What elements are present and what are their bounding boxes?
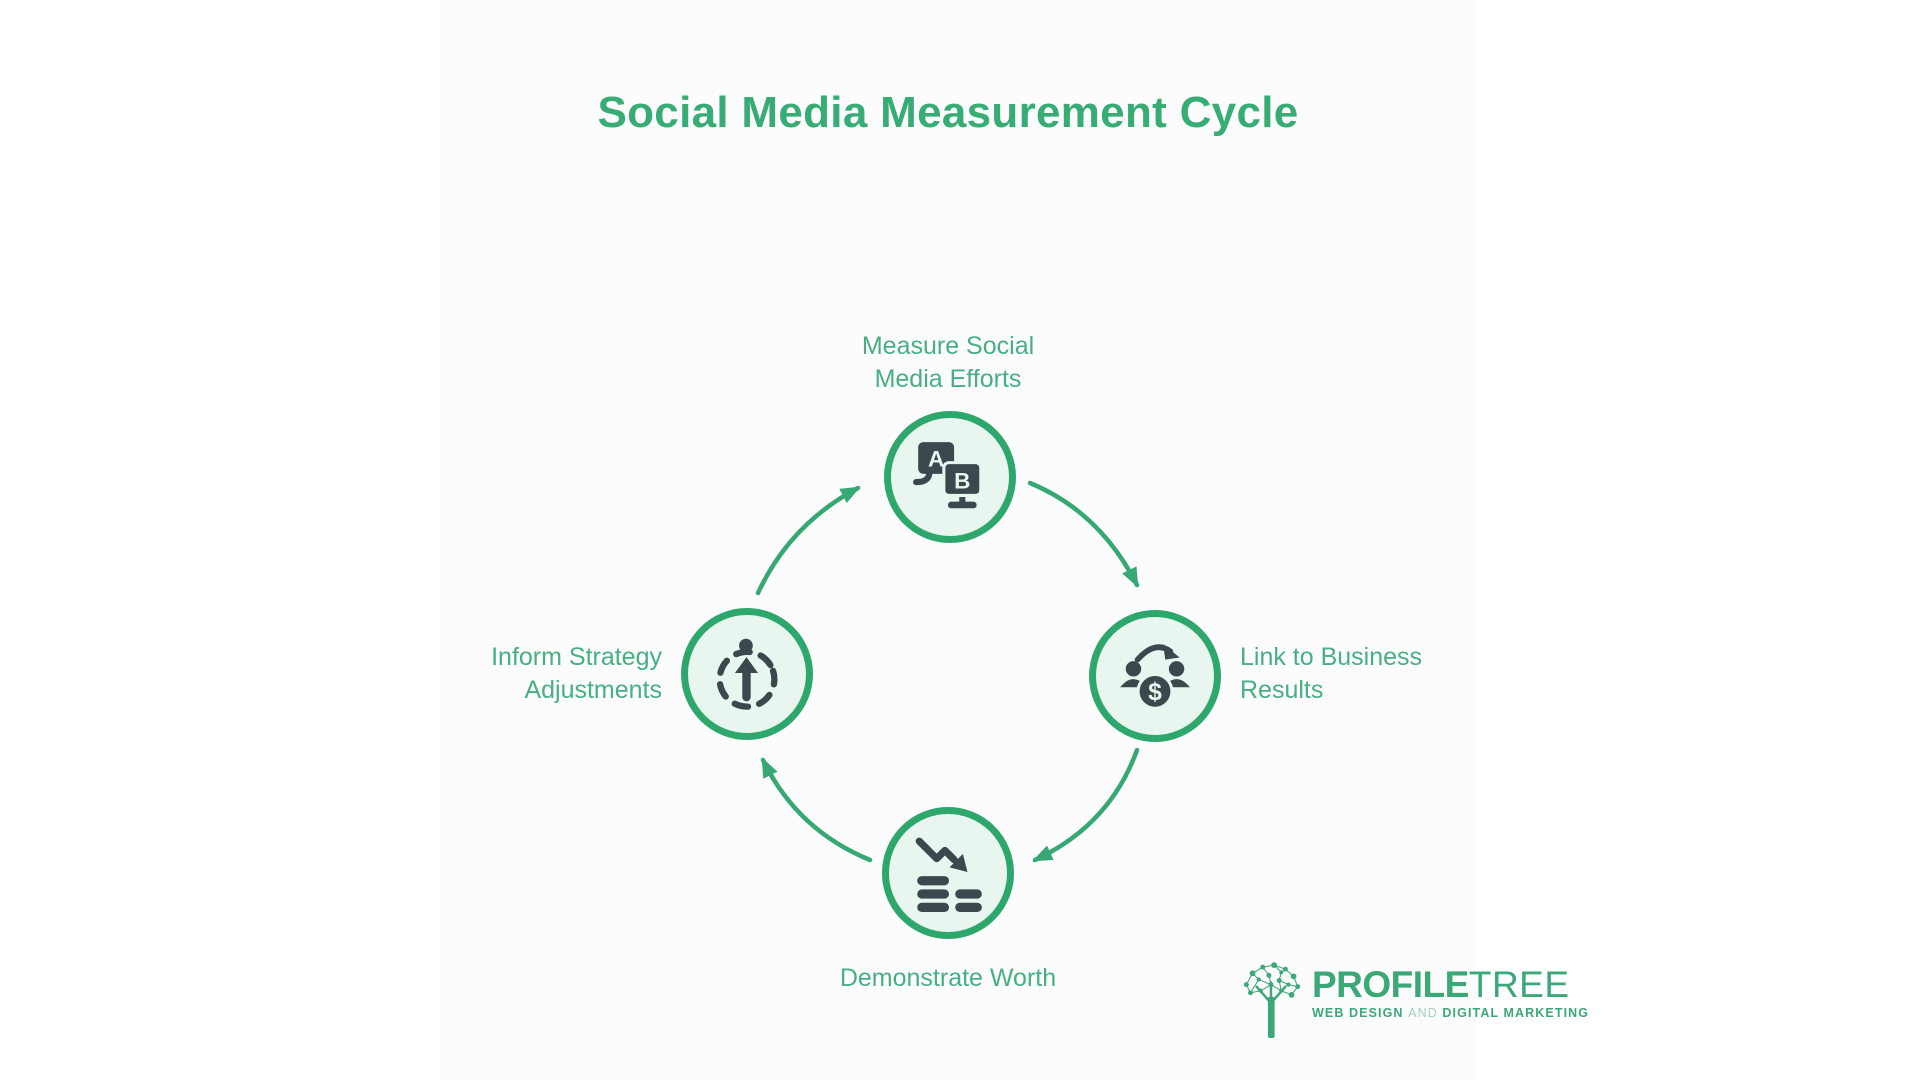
- b-screen-base: [947, 501, 977, 509]
- exchange-arrowhead: [1163, 644, 1180, 660]
- data-bar: [955, 902, 982, 912]
- dashed-cycle-up-arrow-icon: [716, 638, 778, 710]
- ab-screens-icon: A B: [913, 442, 983, 509]
- person-right-head: [1168, 661, 1185, 677]
- dollar-coin: [1136, 672, 1174, 710]
- person-left-head: [1125, 661, 1142, 677]
- node-measure-circle: A B: [884, 411, 1016, 543]
- data-bar: [917, 876, 950, 886]
- profiletree-tree-icon: [1243, 962, 1301, 1038]
- page-title: Social Media Measurement Cycle: [597, 88, 1299, 137]
- dashed-cycle: [716, 648, 778, 710]
- data-bar: [917, 902, 950, 912]
- label-line: Demonstrate Worth: [839, 964, 1057, 992]
- logo-brand-tree: TREE: [1468, 964, 1570, 1005]
- svg-text:A: A: [928, 447, 944, 472]
- decline-zigzag: [915, 837, 958, 864]
- data-bar: [917, 889, 950, 899]
- declining-chart-icon: [915, 837, 982, 912]
- logo-text: PROFILETREE WEB DESIGN AND DIGITAL MARKE…: [1312, 962, 1589, 1020]
- svg-text:$: $: [1148, 679, 1162, 706]
- arrow-top-to-right: [1027, 480, 1140, 588]
- data-bar: [955, 889, 982, 899]
- arrow-left-to-top: [755, 485, 861, 596]
- arrow-bottom-to-left: [760, 757, 873, 863]
- b-screen: [942, 461, 983, 498]
- cycle-arrows: [755, 480, 1140, 863]
- profiletree-logo: PROFILETREE WEB DESIGN AND DIGITAL MARKE…: [1240, 962, 1589, 1038]
- arrow-right-to-bottom: [1032, 747, 1140, 863]
- node-demonstrate-label: Demonstrate Worth: [778, 962, 1118, 995]
- decline-arrowhead: [949, 854, 968, 872]
- node-link-label: Link to Business Results: [1240, 641, 1530, 707]
- label-line: Measure Social: [861, 332, 1035, 360]
- label-line: Link to Business: [1240, 643, 1423, 671]
- node-link-circle: $: [1089, 610, 1221, 742]
- node-inform-label: Inform Strategy Adjustments: [382, 641, 662, 707]
- logo-brand: PROFILETREE: [1312, 966, 1589, 1003]
- people-money-exchange-icon: $: [1120, 644, 1190, 710]
- node-measure-label: Measure Social Media Efforts: [798, 330, 1098, 396]
- node-inform-circle: [681, 608, 813, 740]
- b-screen-stem: [959, 493, 966, 503]
- label-line: Inform Strategy: [491, 643, 662, 671]
- label-line: Media Efforts: [874, 365, 1022, 393]
- arrow-dot: [739, 638, 753, 653]
- up-arrow-head: [734, 657, 759, 673]
- svg-text:B: B: [954, 468, 970, 493]
- logo-tagline: WEB DESIGN AND DIGITAL MARKETING: [1312, 1006, 1590, 1020]
- up-arrow-shaft: [742, 668, 751, 702]
- logo-brand-profile: PROFILE: [1312, 964, 1469, 1005]
- node-demonstrate-circle: [882, 807, 1014, 939]
- label-line: Adjustments: [524, 676, 662, 704]
- label-line: Results: [1240, 676, 1324, 704]
